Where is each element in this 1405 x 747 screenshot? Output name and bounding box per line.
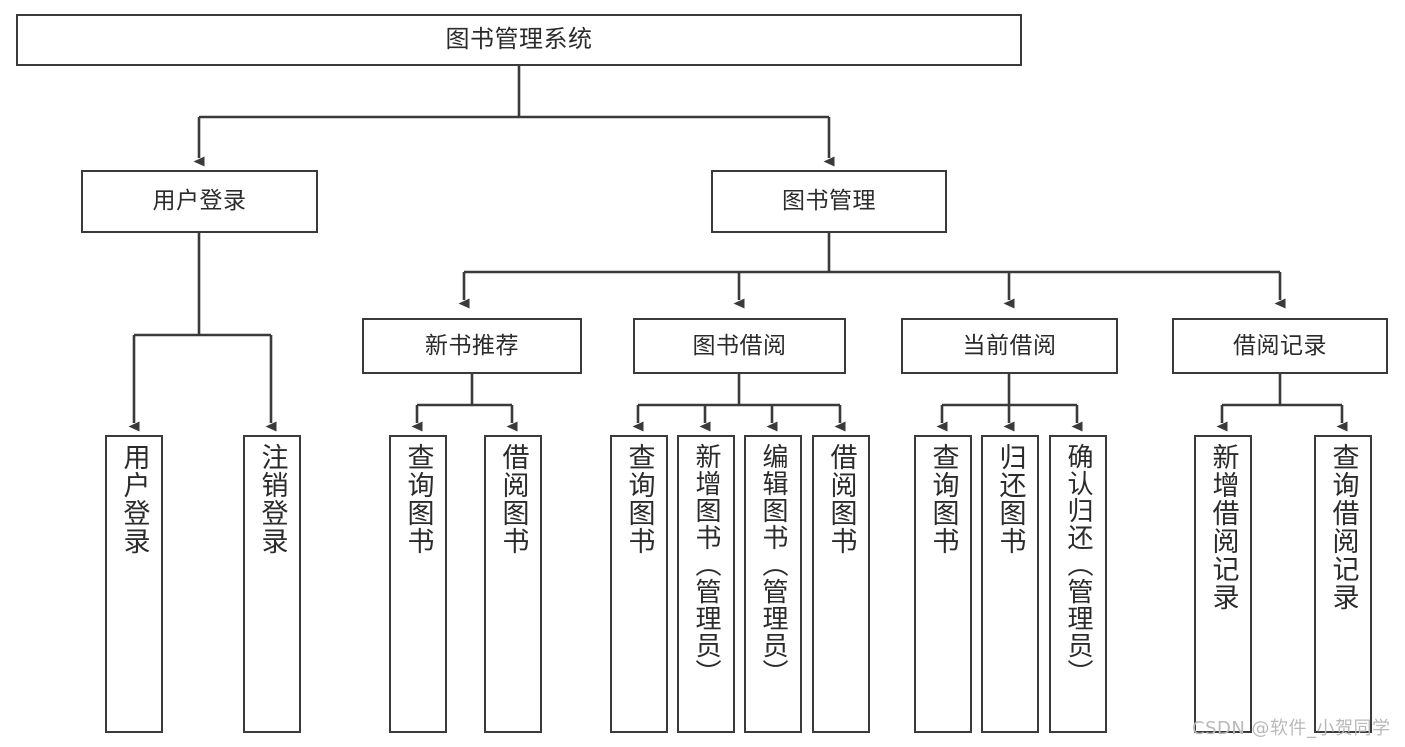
leaf-query-book-borrow[interactable]: 查询图书 xyxy=(610,435,668,733)
leaf-logout-label: 注销登录 xyxy=(256,443,288,555)
leaf-edit-book-admin[interactable]: 编辑图书（管理员） xyxy=(744,435,802,733)
leaf-add-book-admin-label: 新增图书（管理员） xyxy=(691,443,721,686)
node-user-login-label: 用户登录 xyxy=(152,188,247,215)
leaf-logout[interactable]: 注销登录 xyxy=(243,435,301,733)
node-current-borrow-label: 当前借阅 xyxy=(962,332,1057,359)
leaf-query-borrow-record[interactable]: 查询借阅记录 xyxy=(1314,435,1372,733)
leaf-add-borrow-record-label: 新增借阅记录 xyxy=(1207,443,1239,611)
node-borrow-record[interactable]: 借阅记录 xyxy=(1172,318,1388,374)
leaf-borrow-book-borrow-label: 借阅图书 xyxy=(825,443,857,555)
leaf-query-book-recommend-label: 查询图书 xyxy=(402,443,434,555)
leaf-query-book-recommend[interactable]: 查询图书 xyxy=(389,435,447,733)
node-current-borrow[interactable]: 当前借阅 xyxy=(901,318,1118,374)
leaf-confirm-return-admin[interactable]: 确认归还（管理员） xyxy=(1049,435,1107,733)
leaf-return-book[interactable]: 归还图书 xyxy=(981,435,1039,733)
leaf-query-borrow-record-label: 查询借阅记录 xyxy=(1327,443,1359,611)
leaf-query-book-current-label: 查询图书 xyxy=(927,443,959,555)
leaf-query-book-borrow-label: 查询图书 xyxy=(623,443,655,555)
leaf-edit-book-admin-label: 编辑图书（管理员） xyxy=(758,443,788,686)
leaf-return-book-label: 归还图书 xyxy=(994,443,1026,555)
node-new-book-recommend-label: 新书推荐 xyxy=(425,332,519,359)
leaf-confirm-return-admin-label: 确认归还（管理员） xyxy=(1063,443,1093,686)
leaf-user-login-label: 用户登录 xyxy=(118,443,150,555)
node-book-management[interactable]: 图书管理 xyxy=(711,170,947,233)
leaf-borrow-book-recommend[interactable]: 借阅图书 xyxy=(484,435,542,733)
csdn-watermark: CSDN @软件_小贺同学 xyxy=(1192,718,1391,739)
node-borrow-record-label: 借阅记录 xyxy=(1233,332,1327,359)
leaf-add-borrow-record[interactable]: 新增借阅记录 xyxy=(1194,435,1252,733)
node-root-label: 图书管理系统 xyxy=(445,25,593,54)
node-user-login[interactable]: 用户登录 xyxy=(81,170,318,233)
node-root[interactable]: 图书管理系统 xyxy=(16,14,1022,66)
node-book-management-label: 图书管理 xyxy=(782,188,876,215)
node-book-borrow-label: 图书借阅 xyxy=(692,332,787,359)
leaf-add-book-admin[interactable]: 新增图书（管理员） xyxy=(677,435,735,733)
node-new-book-recommend[interactable]: 新书推荐 xyxy=(362,318,582,374)
leaf-user-login[interactable]: 用户登录 xyxy=(105,435,163,733)
leaf-borrow-book-recommend-label: 借阅图书 xyxy=(497,443,529,555)
leaf-query-book-current[interactable]: 查询图书 xyxy=(914,435,972,733)
node-book-borrow[interactable]: 图书借阅 xyxy=(633,318,846,374)
leaf-borrow-book-borrow[interactable]: 借阅图书 xyxy=(812,435,870,733)
